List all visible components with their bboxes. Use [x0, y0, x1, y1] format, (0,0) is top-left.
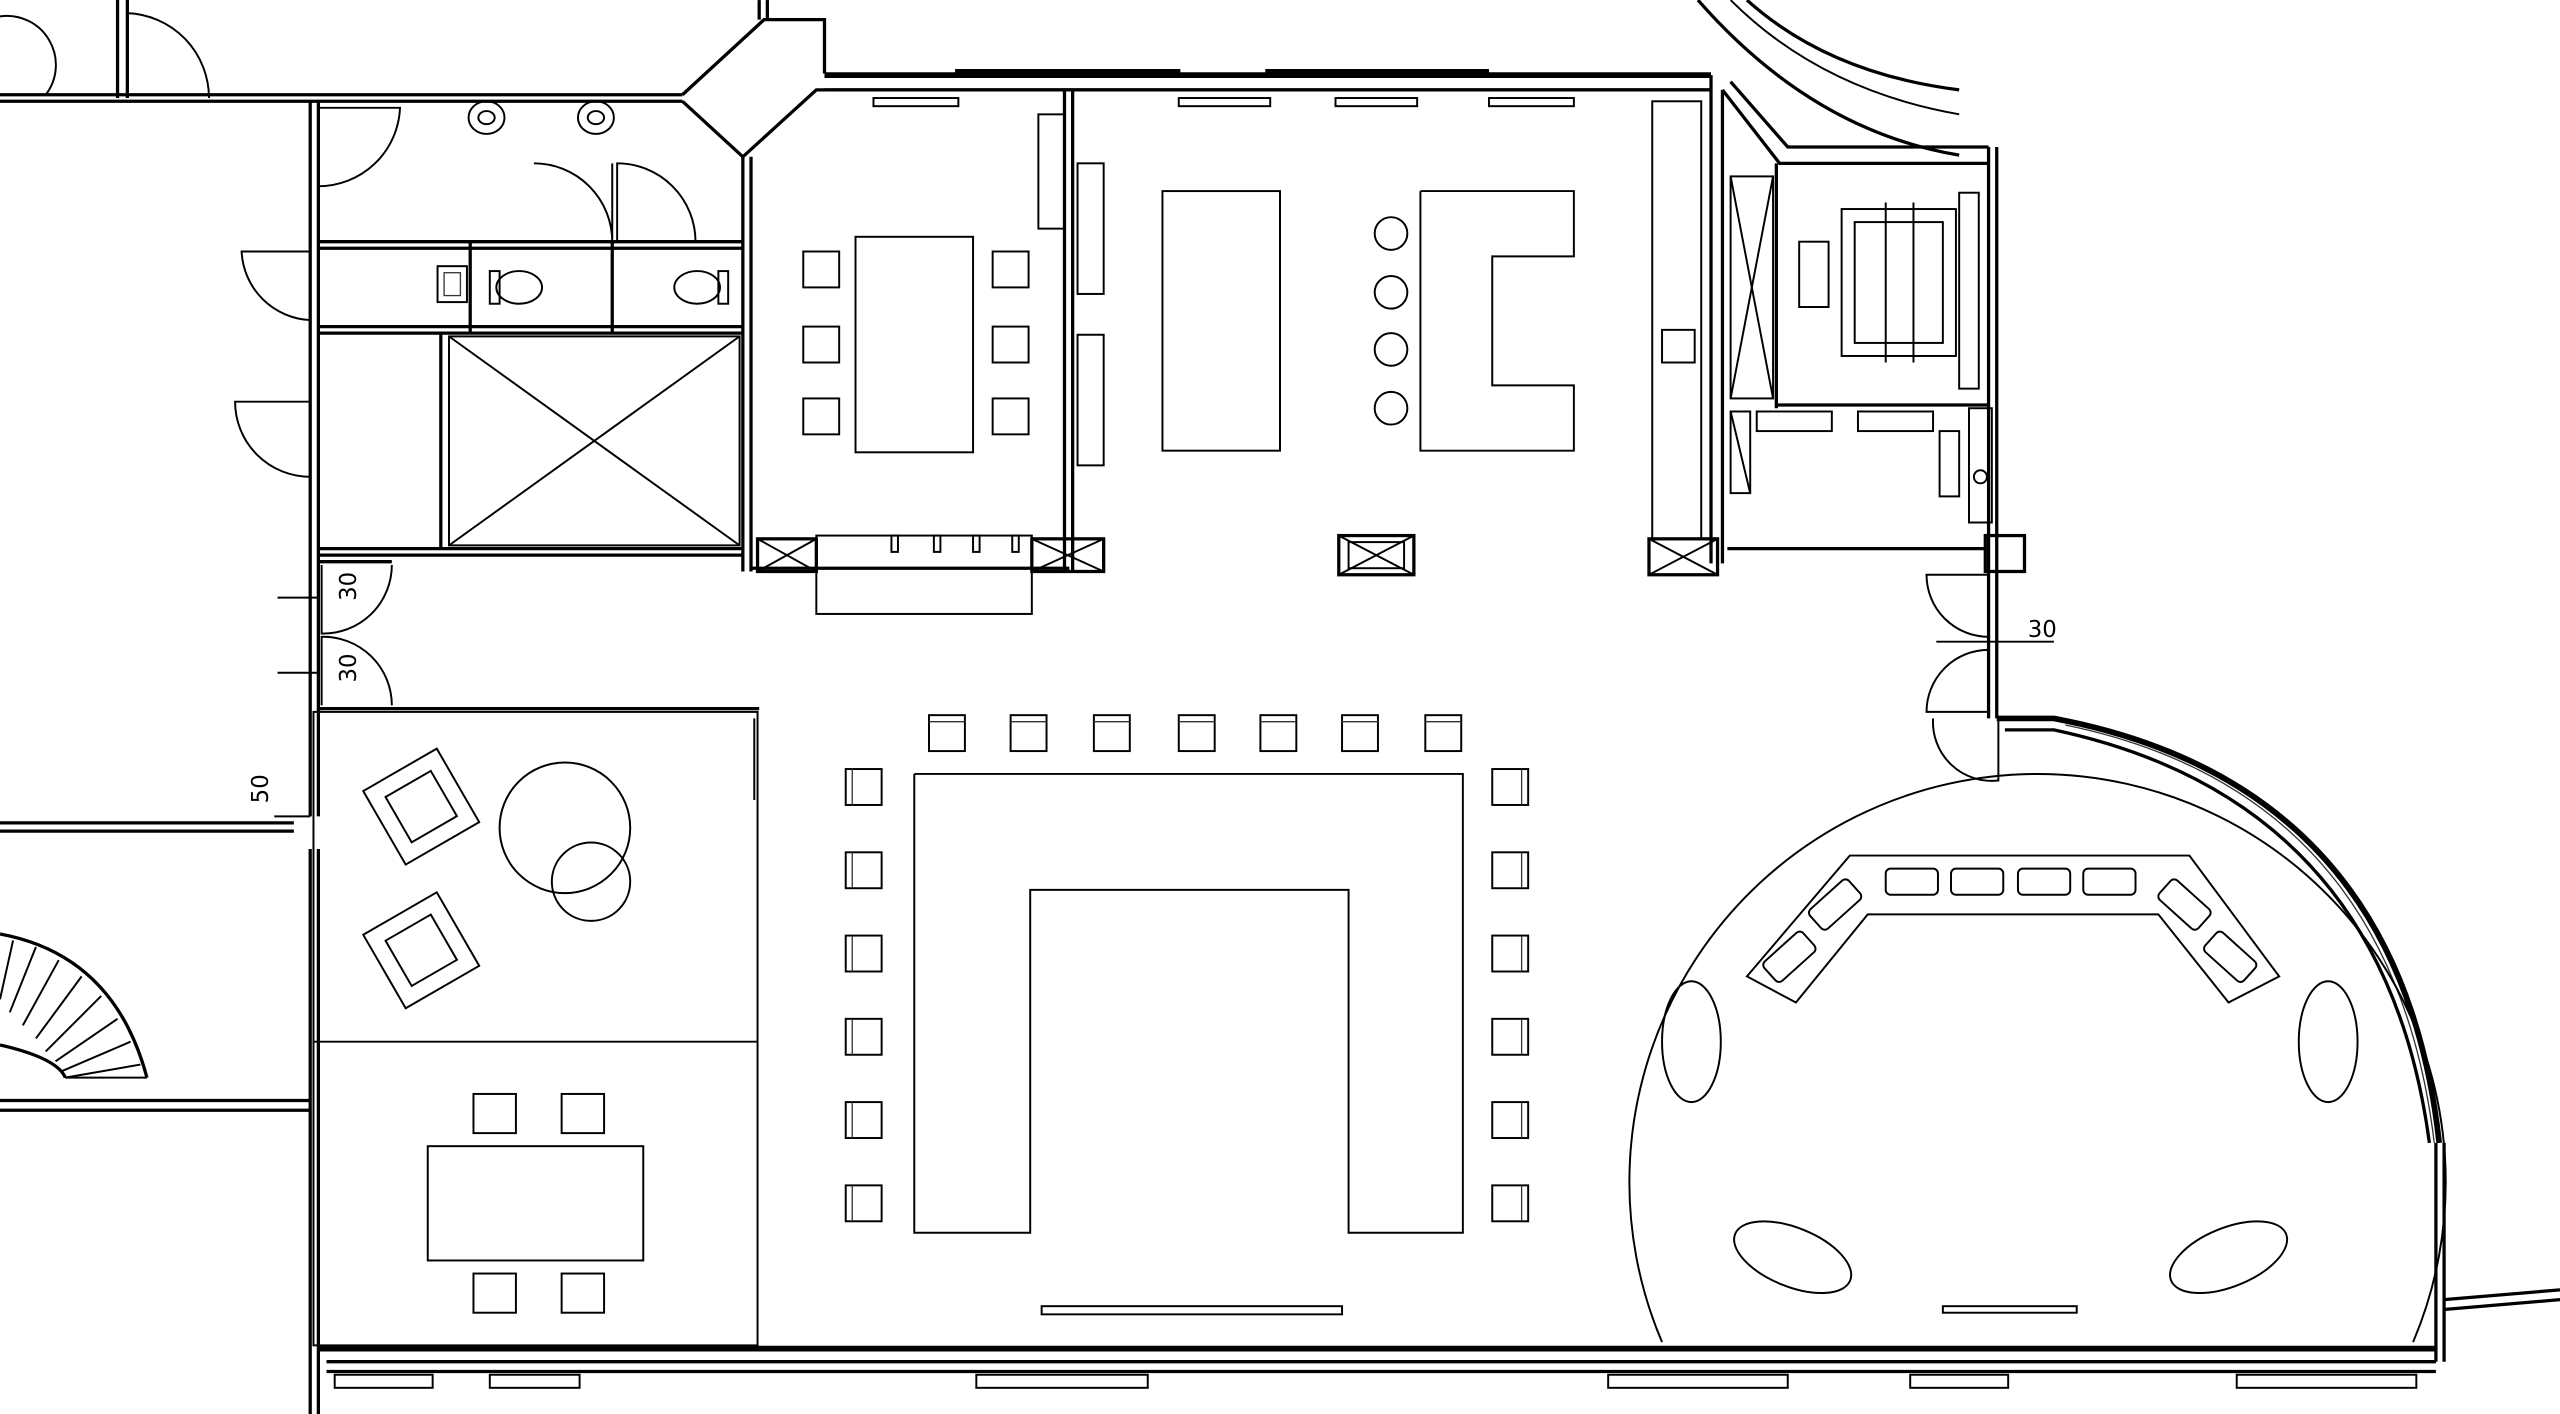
door-tag-2: 30: [336, 653, 362, 682]
pantry: [1161, 190, 1575, 577]
conference-chair: [844, 1017, 883, 1056]
door-tag-4: 30: [2028, 617, 2057, 643]
restroom-block: [0, 12, 753, 572]
right-service-rooms: 30: [1647, 100, 2057, 782]
door-tag-3: 50: [248, 774, 274, 803]
presentation-room: [1628, 772, 2447, 1343]
door-tag-1: 30: [336, 572, 362, 601]
conference-chair: [928, 714, 966, 753]
conference-chair: [1424, 714, 1463, 753]
conference-chair: [1491, 934, 1530, 973]
conference-chair: [1491, 1101, 1530, 1139]
top-right-stair: [1696, 0, 1960, 157]
conference-chair: [844, 851, 883, 890]
conference-chair: [1341, 714, 1379, 753]
curved-glass-wall: [1996, 715, 2443, 1144]
conference-chair: [844, 768, 883, 806]
meeting-room: [751, 89, 1106, 615]
conference-chair: [1491, 1184, 1530, 1223]
conference-chair: [1491, 768, 1530, 806]
conference-chair: [1177, 714, 1216, 753]
armchair: [361, 747, 481, 866]
armchair: [361, 890, 481, 1010]
conference-chair: [844, 1101, 883, 1139]
conference-table: [913, 772, 1464, 1316]
conference-chair: [1259, 714, 1298, 753]
conference-chair: [1491, 851, 1530, 890]
conference-chair: [1092, 714, 1131, 753]
left-spiral-stair: [0, 932, 149, 1079]
lounge-area: [312, 710, 759, 1347]
conference-chairs: [844, 714, 1530, 1223]
conference-chair: [1491, 1017, 1530, 1056]
vestibule-doors: 30 30 50: [248, 560, 760, 818]
conference-chair: [1009, 714, 1048, 753]
conference-chair: [844, 934, 883, 973]
conference-chair: [844, 1184, 883, 1223]
